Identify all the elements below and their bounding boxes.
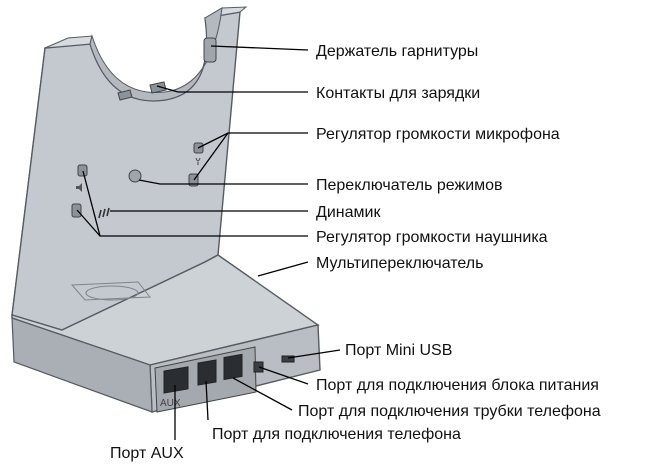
headphone-volume-up — [77, 164, 88, 177]
multi-switch-logo — [85, 285, 139, 301]
leader-mode-switch — [138, 179, 308, 185]
aux-marking: AUX — [160, 398, 181, 409]
label-mic-volume: Регулятор громкости микрофона — [316, 126, 560, 143]
label-aux-port: Порт AUX — [110, 445, 184, 462]
label-handset-port: Порт для подключения трубки телефона — [298, 403, 601, 420]
handset-jack — [223, 353, 243, 381]
leader-lines — [76, 45, 341, 440]
leader-phone — [205, 380, 209, 421]
label-phone-port: Порт для подключения телефона — [212, 426, 461, 443]
label-mode-switch: Переключатель режимов — [316, 177, 503, 194]
callout-labels: Держатель гарнитуры Контакты для зарядки… — [110, 43, 601, 462]
leader-mic-volume-2 — [193, 132, 229, 181]
label-multi-switch: Мультипереключатель — [316, 255, 483, 272]
leader-headphone-volume-2 — [76, 209, 101, 237]
leader-charging-contacts — [156, 85, 308, 93]
label-charging-contacts: Контакты для зарядки — [316, 85, 480, 102]
phone-jack — [197, 359, 217, 386]
aux-jack — [163, 366, 189, 394]
mini-usb-jack — [281, 355, 295, 363]
mic-icon — [195, 157, 201, 165]
leader-handset — [232, 377, 293, 411]
label-mini-usb-port: Порт Mini USB — [345, 342, 452, 359]
leader-multi-switch — [257, 261, 309, 277]
speaker-volume-icon — [76, 183, 82, 192]
power-jack — [253, 361, 264, 373]
label-headset-holder: Держатель гарнитуры — [316, 43, 478, 60]
charging-contact-right — [149, 81, 167, 94]
speaker-grille — [98, 207, 110, 219]
headset-holder-clip — [203, 37, 217, 63]
label-headphone-volume: Регулятор громкости наушника — [316, 229, 548, 246]
leader-headset-holder — [210, 45, 309, 51]
base-side — [11, 317, 153, 413]
leader-power — [258, 366, 309, 385]
mode-switch-knob — [128, 169, 142, 183]
leader-mini-usb — [287, 349, 341, 359]
label-speaker: Динамик — [316, 204, 381, 221]
multi-switch-button — [70, 281, 152, 301]
charging-contact-left — [117, 89, 133, 101]
headphone-volume-down — [71, 203, 82, 218]
base-station-illustration: AUX — [11, 6, 321, 413]
label-power-port: Порт для подключения блока питания — [316, 377, 599, 394]
